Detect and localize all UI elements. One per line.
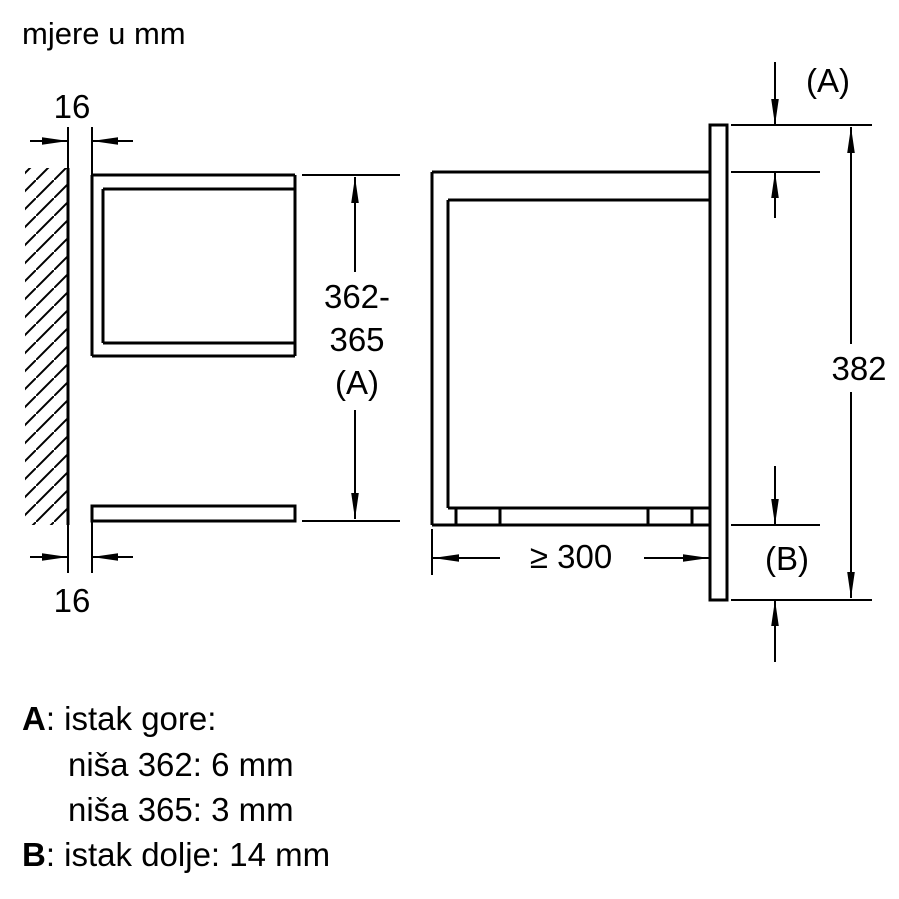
dim-label-niche-height: 362- 365 (A) [323, 278, 391, 401]
dim-label-gap-bottom: 16 [53, 582, 91, 619]
bottom-shelf [90, 504, 297, 523]
dim-label-front-height: 382 [831, 350, 887, 387]
diagram-title: mjere u mm [22, 16, 186, 51]
legend-b-key: B [22, 836, 46, 873]
wall-hatch [25, 168, 68, 525]
legend-a-key: A [22, 700, 46, 737]
legend-a-text: : istak gore: [45, 700, 217, 737]
appliance-foot-right [646, 506, 694, 527]
legend-item-b: B: istak dolje: 14 mm [22, 836, 330, 874]
dimension-lines [30, 62, 872, 662]
callout-a-label: (A) [806, 62, 850, 99]
left-section-view [25, 168, 297, 525]
callout-b-label: (B) [765, 540, 809, 577]
legend-b-text: : istak dolje: 14 mm [45, 836, 331, 873]
legend-a-detail-1: niša 362: 6 mm [68, 746, 294, 783]
legend-a-detail-2: niša 365: 3 mm [68, 791, 294, 828]
front-frame [708, 123, 729, 602]
dim-label-gap-top: 16 [53, 88, 91, 125]
legend-item-a: A: istak gore: [22, 700, 216, 738]
right-front-view [430, 123, 729, 602]
appliance-foot-left [454, 506, 502, 527]
dim-label-niche-width: ≥ 300 [529, 538, 613, 575]
